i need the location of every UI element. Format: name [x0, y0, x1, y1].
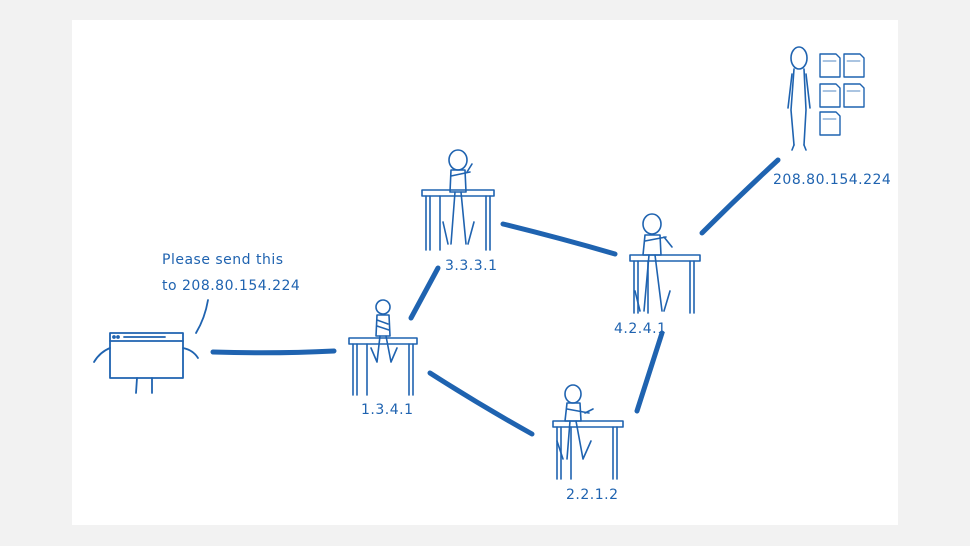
node-label-3-3-3-1: 3.3.3.1 [445, 258, 498, 274]
speech-pointer [195, 299, 209, 334]
node-label-server: 208.80.154.224 [773, 172, 892, 188]
link-1-3-4-1-to-2-2-1-2 [427, 370, 535, 437]
link-2-2-1-2-to-4-2-4-1 [634, 330, 665, 414]
document-pages-icon [819, 53, 865, 136]
link-4-2-4-1-to-server [699, 157, 781, 236]
connections [210, 157, 781, 437]
diagram-canvas [72, 20, 898, 525]
link-1-3-4-1-to-3-3-3-1 [408, 265, 441, 321]
link-computer-to-1-3-4-1 [210, 348, 337, 356]
router-desk-1-3-4-1 [348, 299, 418, 396]
router-desk-4-2-4-1 [629, 213, 701, 314]
speech-line-2: to 208.80.154.224 [162, 278, 301, 294]
router-desk-3-3-3-1 [421, 149, 495, 251]
node-label-4-2-4-1: 4.2.4.1 [614, 321, 667, 337]
speech-line-1: Please send this [162, 252, 284, 268]
link-3-3-3-1-to-4-2-4-1 [500, 221, 618, 257]
node-label-1-3-4-1: 1.3.4.1 [361, 402, 414, 418]
computer-icon [93, 299, 209, 394]
node-label-2-2-1-2: 2.2.1.2 [566, 487, 619, 503]
router-desk-2-2-1-2 [552, 384, 624, 480]
server-person-icon [787, 46, 811, 151]
